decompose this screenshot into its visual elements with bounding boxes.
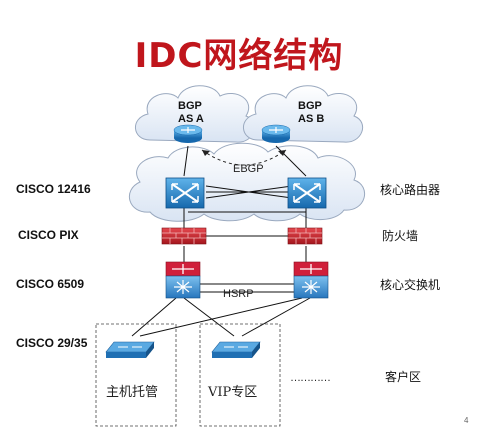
bgp-cloud-a-label: BGP AS A — [178, 100, 204, 126]
core-switch-right — [293, 261, 329, 299]
page-title: IDC网络结构 — [134, 36, 344, 76]
layer-label-core-switch-model: CISCO 6509 — [16, 277, 85, 291]
ebgp-arc — [201, 149, 287, 166]
layer-label-firewall-model: CISCO PIX — [18, 228, 79, 242]
link-core-cross-2 — [205, 185, 293, 199]
core-cloud — [129, 142, 365, 222]
core-router-left — [165, 177, 205, 209]
link-swl-access2 — [183, 297, 235, 337]
link-bgpa-core — [183, 145, 189, 177]
ebgp-arrow-left — [202, 150, 210, 156]
layer-label-core-switch: 核心交换机 — [380, 278, 441, 292]
links — [131, 145, 311, 337]
bgp-cloud-a-line1: BGP — [178, 100, 202, 112]
bgp-cloud-b-line2: AS B — [298, 113, 325, 125]
bgp-cloud-a-line2: AS A — [178, 113, 204, 125]
hsrp-label: HSRP — [223, 288, 254, 300]
layer-label-core-router: 核心路由器 — [380, 183, 441, 197]
zone-label-more: ………… — [290, 372, 331, 384]
link-swr-access1 — [139, 297, 303, 337]
layer-label-access-model: CISCO 29/35 — [16, 336, 88, 350]
access-switch-right — [211, 341, 261, 358]
bgp-cloud-b-line1: BGP — [298, 100, 322, 112]
link-swr-access2 — [241, 297, 311, 337]
ebgp-arrow-right — [278, 150, 286, 156]
link-swl-access1 — [131, 297, 177, 337]
access-switch-left — [105, 341, 155, 358]
layer-label-customer-zone: 客户区 — [385, 370, 422, 384]
ebgp-label: EBGP — [233, 163, 264, 175]
firewall-left — [161, 227, 207, 245]
layer-label-firewall: 防火墙 — [382, 229, 419, 243]
layer-label-core-router-model: CISCO 12416 — [16, 182, 91, 196]
zone-box-vip — [199, 323, 281, 427]
page-number: 4 — [464, 416, 469, 425]
bgp-router-a — [173, 124, 203, 143]
bgp-cloud-b-label: BGP AS B — [298, 100, 324, 126]
firewall-right — [287, 227, 323, 245]
zone-label-hosting: 主机托管 — [106, 385, 159, 400]
core-router-right — [287, 177, 327, 209]
zone-box-hosting — [95, 323, 177, 427]
core-switch-left — [165, 261, 201, 299]
zone-label-vip: VIP专区 — [208, 385, 258, 400]
bgp-router-b — [261, 124, 291, 143]
